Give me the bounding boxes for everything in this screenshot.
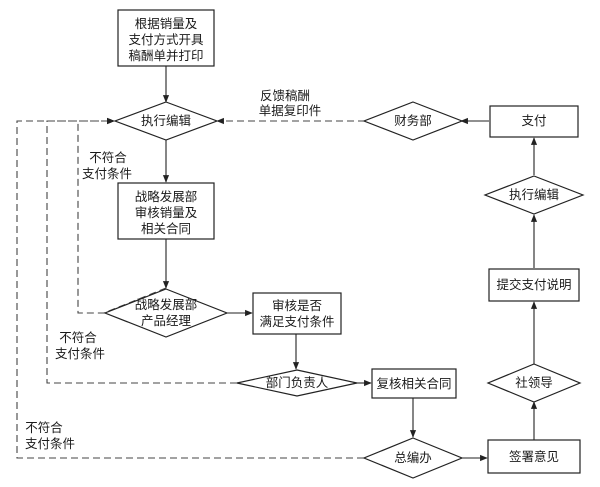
solid-connectors — [162, 66, 538, 462]
node-strategy-review: 战略发展部 审核销量及 相关合同 — [117, 182, 215, 240]
edge-dept-head-reject — [46, 117, 237, 384]
node-publisher-leader: 社领导 — [486, 363, 582, 403]
node-payment-label: 支付 — [521, 113, 546, 128]
edge-label-not-meet-2-line2: 支付条件 — [55, 346, 105, 361]
node-editor-exec-1-label: 执行编辑 — [141, 113, 191, 128]
node-strategy-review-line2: 审核销量及 — [135, 205, 198, 220]
edge-chief-reject — [16, 117, 364, 459]
edge-label-feedback-copy-line2: 单据复印件 — [259, 103, 322, 118]
node-check-conditions-line1: 审核是否 — [272, 298, 322, 313]
node-check-conditions-line2: 满足支付条件 — [259, 314, 334, 329]
node-print-payment-slip: 根据销量及 支付方式开具 稿酬单并打印 — [117, 9, 215, 67]
node-print-payment-slip-line3: 稿酬单并打印 — [128, 48, 203, 63]
node-strategy-pm-line2: 产品经理 — [141, 313, 192, 328]
edge-label-not-meet-1-line2: 支付条件 — [82, 166, 132, 181]
node-recheck-contract-label: 复核相关合同 — [376, 376, 451, 391]
node-strategy-pm-line1: 战略发展部 — [135, 297, 198, 312]
node-recheck-contract: 复核相关合同 — [371, 368, 457, 399]
node-strategy-review-line3: 相关合同 — [141, 221, 191, 236]
node-editor-exec-2: 执行编辑 — [483, 175, 585, 215]
node-check-conditions: 审核是否 满足支付条件 — [252, 292, 342, 335]
node-strategy-pm: 战略发展部 产品经理 — [103, 288, 229, 338]
dashed-connectors — [16, 117, 365, 459]
edge-label-not-meet-1: 不符合 支付条件 — [82, 150, 132, 181]
node-dept-head: 部门负责人 — [236, 369, 358, 397]
node-finance-dept-label: 财务部 — [394, 113, 432, 128]
node-finance-dept: 财务部 — [362, 101, 464, 141]
edge-label-not-meet-3: 不符合 支付条件 — [25, 420, 75, 451]
node-publisher-leader-label: 社领导 — [515, 375, 553, 390]
edge-label-not-meet-2: 不符合 支付条件 — [55, 330, 105, 361]
edge-label-not-meet-3-line1: 不符合 — [25, 420, 63, 435]
edge-label-not-meet-3-line2: 支付条件 — [25, 436, 75, 451]
node-print-payment-slip-line1: 根据销量及 — [135, 16, 198, 31]
node-sign-opinion: 签署意见 — [487, 439, 581, 474]
edge-label-not-meet-2-line1: 不符合 — [59, 330, 97, 345]
edge-label-feedback-copy-line1: 反馈稿酬 — [260, 88, 310, 103]
node-payment: 支付 — [489, 105, 579, 138]
node-editor-exec-1: 执行编辑 — [113, 101, 219, 141]
edge-label-feedback-copy: 反馈稿酬 单据复印件 — [259, 88, 322, 118]
node-sign-opinion-label: 签署意见 — [509, 449, 559, 464]
node-dept-head-label: 部门负责人 — [266, 375, 329, 390]
node-print-payment-slip-line2: 支付方式开具 — [128, 32, 204, 47]
node-chief-editor-office-label: 总编办 — [394, 450, 432, 465]
node-chief-editor-office: 总编办 — [362, 437, 464, 479]
node-submit-payment-note-label: 提交支付说明 — [496, 277, 571, 292]
edge-label-not-meet-1-line1: 不符合 — [89, 150, 127, 165]
node-editor-exec-2-label: 执行编辑 — [509, 187, 559, 202]
node-strategy-review-line1: 战略发展部 — [135, 189, 198, 204]
node-submit-payment-note: 提交支付说明 — [488, 268, 580, 302]
